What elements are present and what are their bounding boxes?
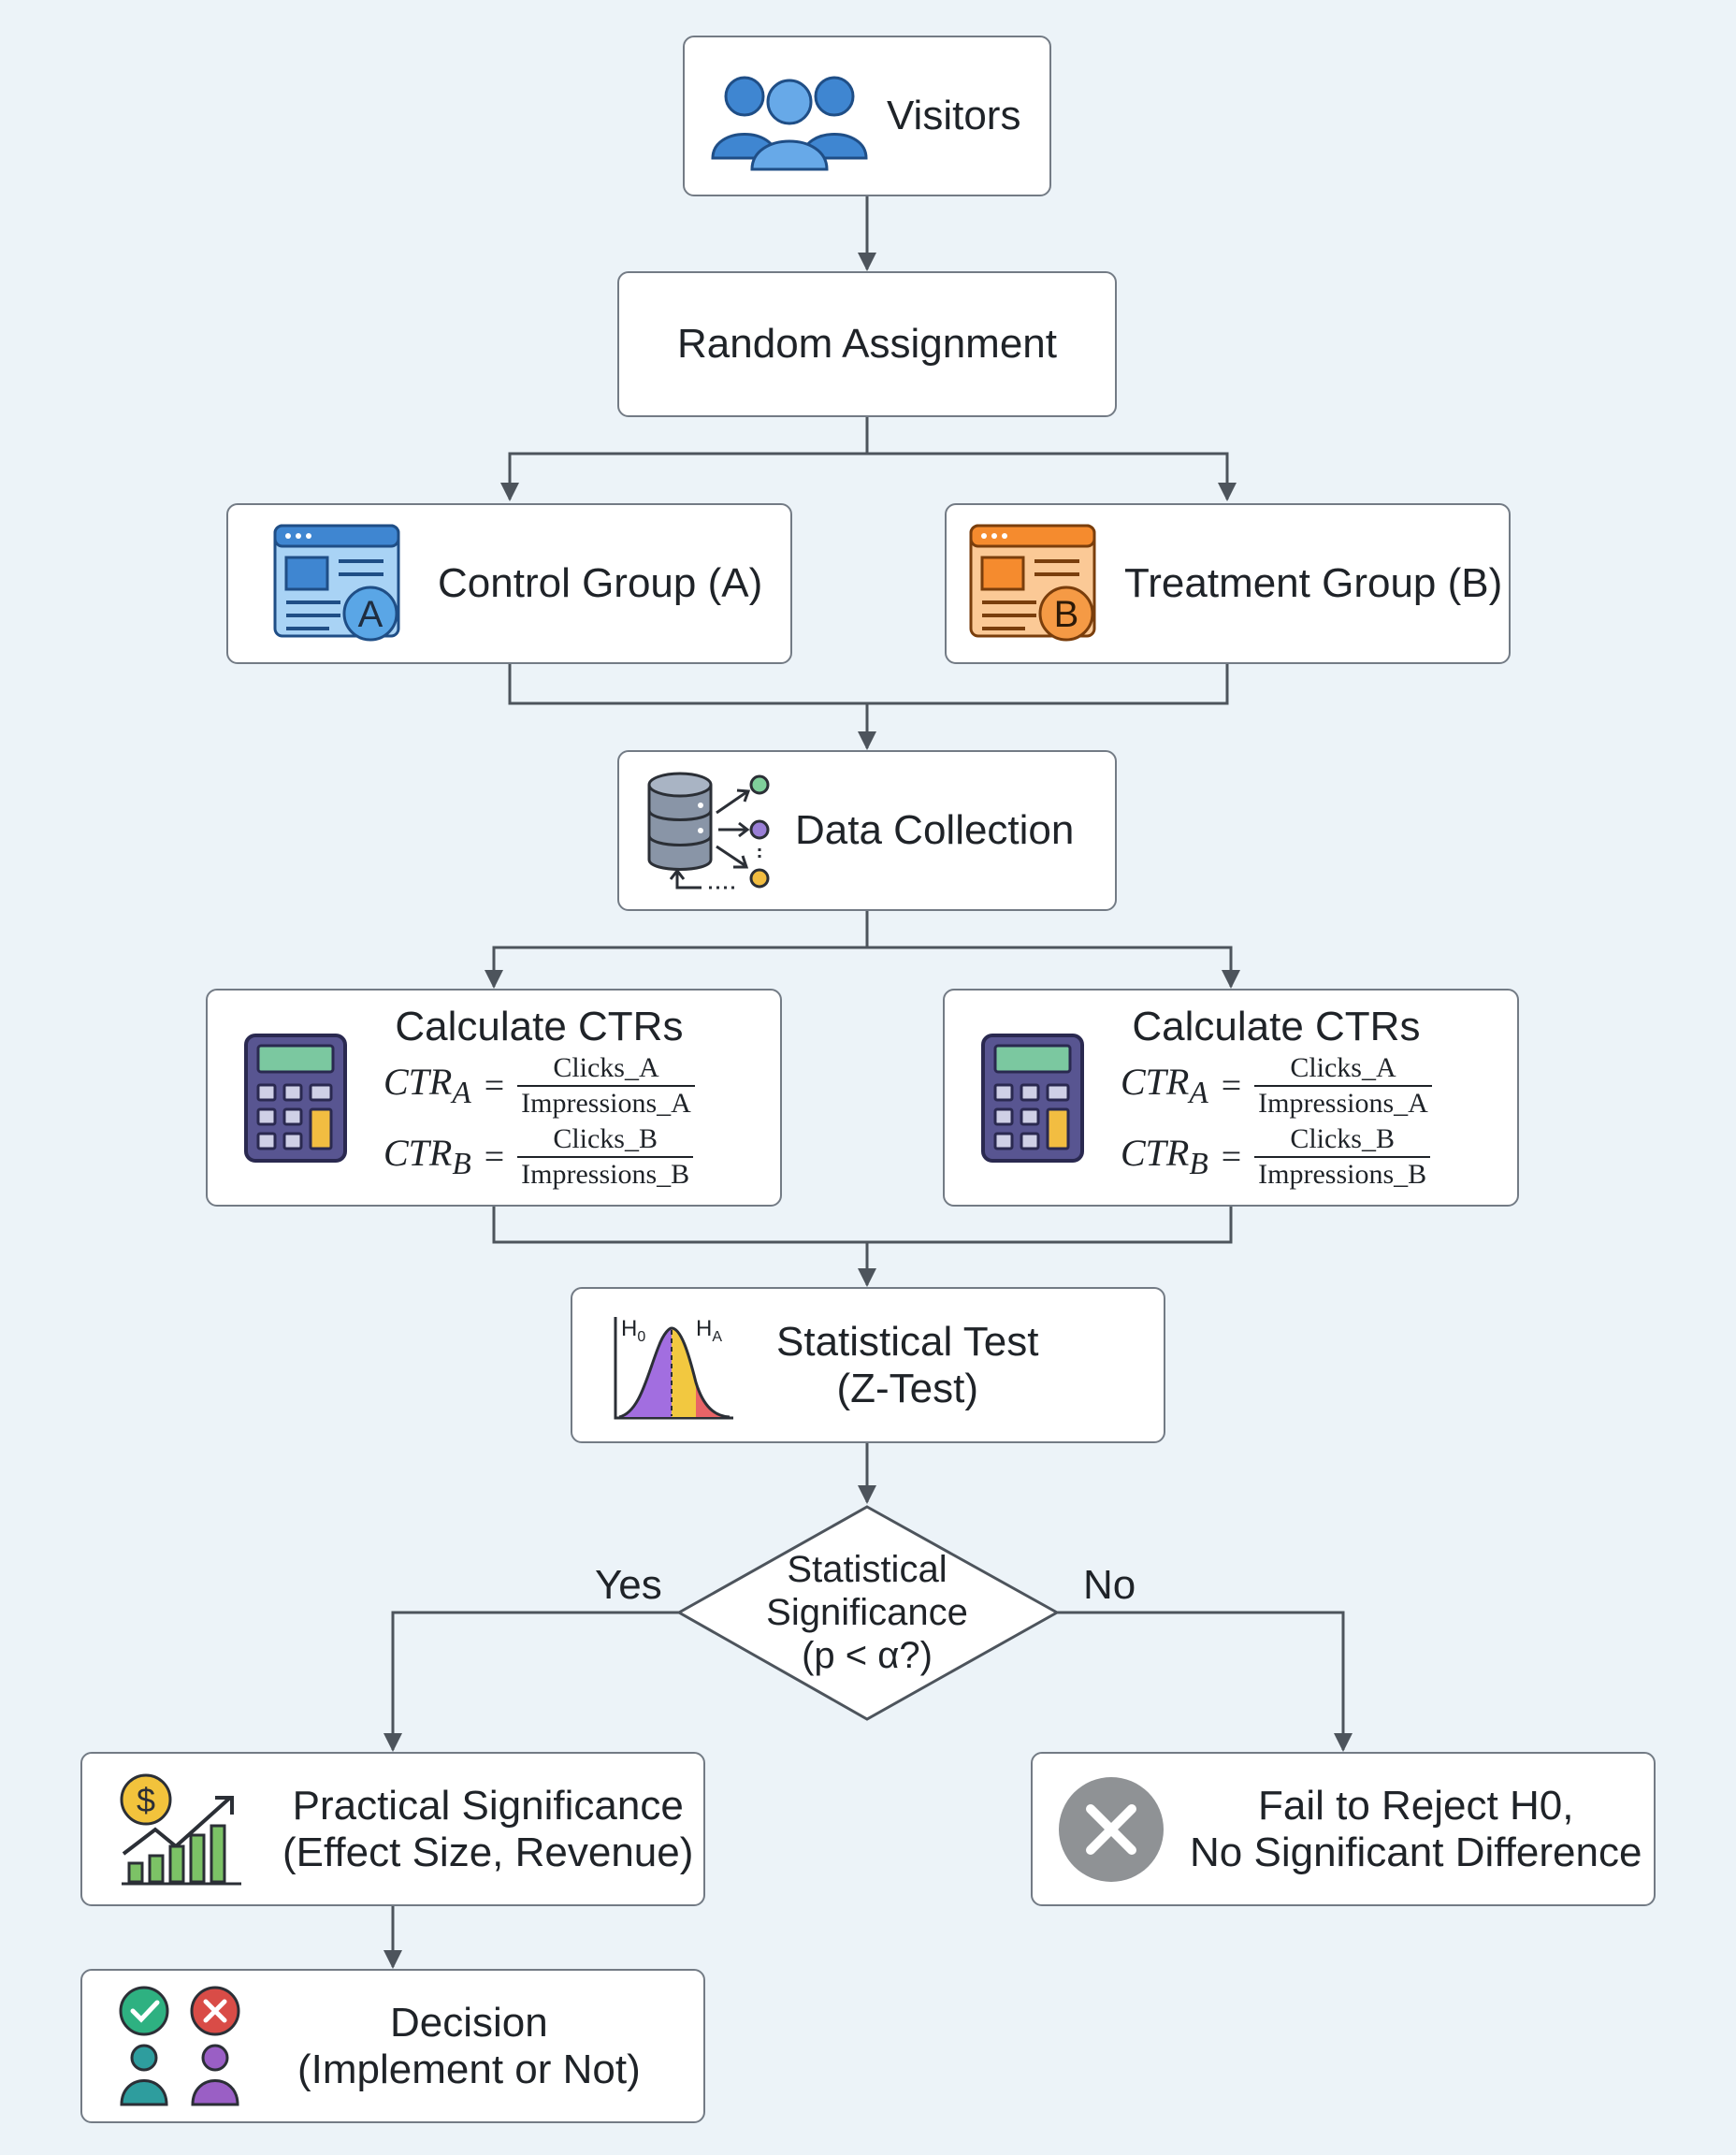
ctr-b-formula-right: CTRB = Clicks_B Impressions_B bbox=[1121, 1121, 1432, 1193]
ctr-b-subscript-right: B bbox=[1189, 1147, 1208, 1181]
treatment-badge: B bbox=[1054, 594, 1079, 635]
ctr-a-denominator-left: Impressions_A bbox=[521, 1087, 691, 1119]
control-group-label: Control Group (A) bbox=[438, 560, 763, 606]
treatment-group-label: Treatment Group (B) bbox=[1124, 560, 1503, 606]
statistical-test-node: H0 HA Statistical Test (Z-Test) bbox=[571, 1287, 1165, 1443]
ctr-b-denominator-left: Impressions_B bbox=[521, 1158, 690, 1190]
visitors-label: Visitors bbox=[887, 93, 1021, 138]
control-badge: A bbox=[358, 594, 383, 635]
ctr-b-fraction-left: Clicks_B Impressions_B bbox=[517, 1122, 694, 1191]
ctr-b-equals-right: = bbox=[1221, 1136, 1242, 1177]
yes-edge-label: Yes bbox=[595, 1562, 662, 1608]
h0-label: H0 bbox=[621, 1316, 645, 1345]
edge-no-branch bbox=[1057, 1611, 1353, 1752]
calculator-icon bbox=[981, 1033, 1084, 1163]
check-cross-people-icon bbox=[119, 1986, 240, 2105]
statistical-test-text: Statistical Test (Z-Test) bbox=[776, 1319, 1038, 1412]
ctr-a-equals-right: = bbox=[1221, 1065, 1242, 1106]
decision-node: Decision (Implement or Not) bbox=[80, 1969, 705, 2123]
diamond-line2: Significance bbox=[766, 1592, 968, 1633]
fail-to-reject-line2: No Significant Difference bbox=[1190, 1829, 1642, 1875]
random-assignment-label: Random Assignment bbox=[677, 321, 1057, 367]
decision-line2: (Implement or Not) bbox=[297, 2046, 641, 2092]
distribution-curve-icon: H0 HA bbox=[614, 1316, 733, 1419]
visitors-node: Visitors bbox=[683, 36, 1051, 196]
ctr-b-lhs-left: CTRB bbox=[383, 1131, 471, 1182]
ctr-b-fraction-right: Clicks_B Impressions_B bbox=[1254, 1122, 1431, 1191]
ctr-a-formula-left: CTRA = Clicks_A Impressions_A bbox=[383, 1050, 695, 1121]
statistical-test-line2: (Z-Test) bbox=[836, 1365, 978, 1411]
edge-data-collection-to-calc-right bbox=[867, 946, 1240, 989]
ctr-b-equals-left: = bbox=[484, 1136, 505, 1177]
no-edge-label: No bbox=[1083, 1562, 1136, 1608]
ctr-a-fraction-left: Clicks_A Impressions_A bbox=[517, 1052, 695, 1120]
users-group-icon bbox=[711, 76, 868, 171]
edge-yes-branch bbox=[383, 1611, 679, 1752]
statistical-test-line1: Statistical Test bbox=[776, 1318, 1039, 1365]
edge-assignment-split bbox=[500, 417, 869, 501]
ctr-b-lhs-right: CTRB bbox=[1121, 1131, 1208, 1182]
calculate-ctrs-right-title: Calculate CTRs bbox=[1132, 1003, 1421, 1049]
ctr-a-numerator-left: Clicks_A bbox=[553, 1051, 659, 1083]
ctr-a-subscript-right: A bbox=[1189, 1076, 1208, 1110]
calculator-icon bbox=[244, 1033, 347, 1163]
ctr-a-lhs-right: CTRA bbox=[1121, 1060, 1208, 1111]
data-collection-node: Data Collection bbox=[617, 750, 1117, 911]
ctr-a-formula-right: CTRA = Clicks_A Impressions_A bbox=[1121, 1050, 1432, 1121]
dollar-symbol: $ bbox=[137, 1781, 155, 1819]
ctr-b-formula-left: CTRB = Clicks_B Impressions_B bbox=[383, 1121, 695, 1193]
browser-window-a-icon: A bbox=[273, 524, 400, 642]
decision-diamond bbox=[675, 1505, 1061, 1721]
ctr-b-numerator-left: Clicks_B bbox=[553, 1122, 658, 1154]
ctr-b-symbol-right: CTR bbox=[1121, 1132, 1190, 1174]
calculate-ctrs-left-title: Calculate CTRs bbox=[395, 1003, 684, 1049]
ctr-b-denominator-right: Impressions_B bbox=[1258, 1158, 1427, 1190]
data-collection-label: Data Collection bbox=[795, 807, 1075, 853]
edge-data-collection-split bbox=[485, 911, 869, 989]
ctr-a-numerator-right: Clicks_A bbox=[1290, 1051, 1396, 1083]
ctr-a-symbol-left: CTR bbox=[383, 1061, 453, 1103]
dollar-chart-growth-icon: $ bbox=[120, 1773, 241, 1885]
practical-significance-node: $ Practical Significance (Effect Size, R… bbox=[80, 1752, 705, 1906]
treatment-group-node: B Treatment Group (B) bbox=[945, 503, 1511, 664]
practical-significance-line2: (Effect Size, Revenue) bbox=[282, 1829, 694, 1875]
edge-calc-merge bbox=[492, 1207, 1233, 1244]
fail-to-reject-text: Fail to Reject H0, No Significant Differ… bbox=[1190, 1783, 1642, 1876]
ctr-a-denominator-right: Impressions_A bbox=[1258, 1087, 1428, 1119]
ctr-a-lhs-left: CTRA bbox=[383, 1060, 471, 1111]
ctr-b-symbol-left: CTR bbox=[383, 1132, 453, 1174]
random-assignment-node: Random Assignment bbox=[617, 271, 1117, 417]
control-group-node: A Control Group (A) bbox=[226, 503, 792, 664]
fail-to-reject-node: Fail to Reject H0, No Significant Differ… bbox=[1031, 1752, 1656, 1906]
significance-decision-text: Statistical Significance (p < α?) bbox=[727, 1548, 1007, 1677]
practical-significance-line1: Practical Significance bbox=[292, 1782, 684, 1829]
decision-line1: Decision bbox=[390, 1999, 548, 2046]
database-flow-icon bbox=[647, 772, 770, 889]
ctr-b-subscript-left: B bbox=[452, 1147, 471, 1181]
diamond-line1: Statistical bbox=[787, 1549, 948, 1590]
edge-groups-merge bbox=[508, 664, 1229, 705]
edge-assignment-to-treatment bbox=[867, 452, 1237, 501]
fail-to-reject-line1: Fail to Reject H0, bbox=[1257, 1782, 1574, 1829]
decision-text: Decision (Implement or Not) bbox=[297, 2000, 641, 2093]
ctr-b-numerator-right: Clicks_B bbox=[1290, 1122, 1395, 1154]
ha-label: HA bbox=[696, 1316, 722, 1345]
ctr-a-subscript-left: A bbox=[452, 1076, 471, 1110]
practical-significance-text: Practical Significance (Effect Size, Rev… bbox=[282, 1783, 693, 1876]
ctr-a-symbol-right: CTR bbox=[1121, 1061, 1190, 1103]
browser-window-b-icon: B bbox=[969, 524, 1096, 642]
x-circle-icon bbox=[1059, 1776, 1164, 1882]
ctr-a-fraction-right: Clicks_A Impressions_A bbox=[1254, 1052, 1432, 1120]
diamond-line3: (p < α?) bbox=[802, 1635, 933, 1676]
ctr-a-equals-left: = bbox=[484, 1065, 505, 1106]
